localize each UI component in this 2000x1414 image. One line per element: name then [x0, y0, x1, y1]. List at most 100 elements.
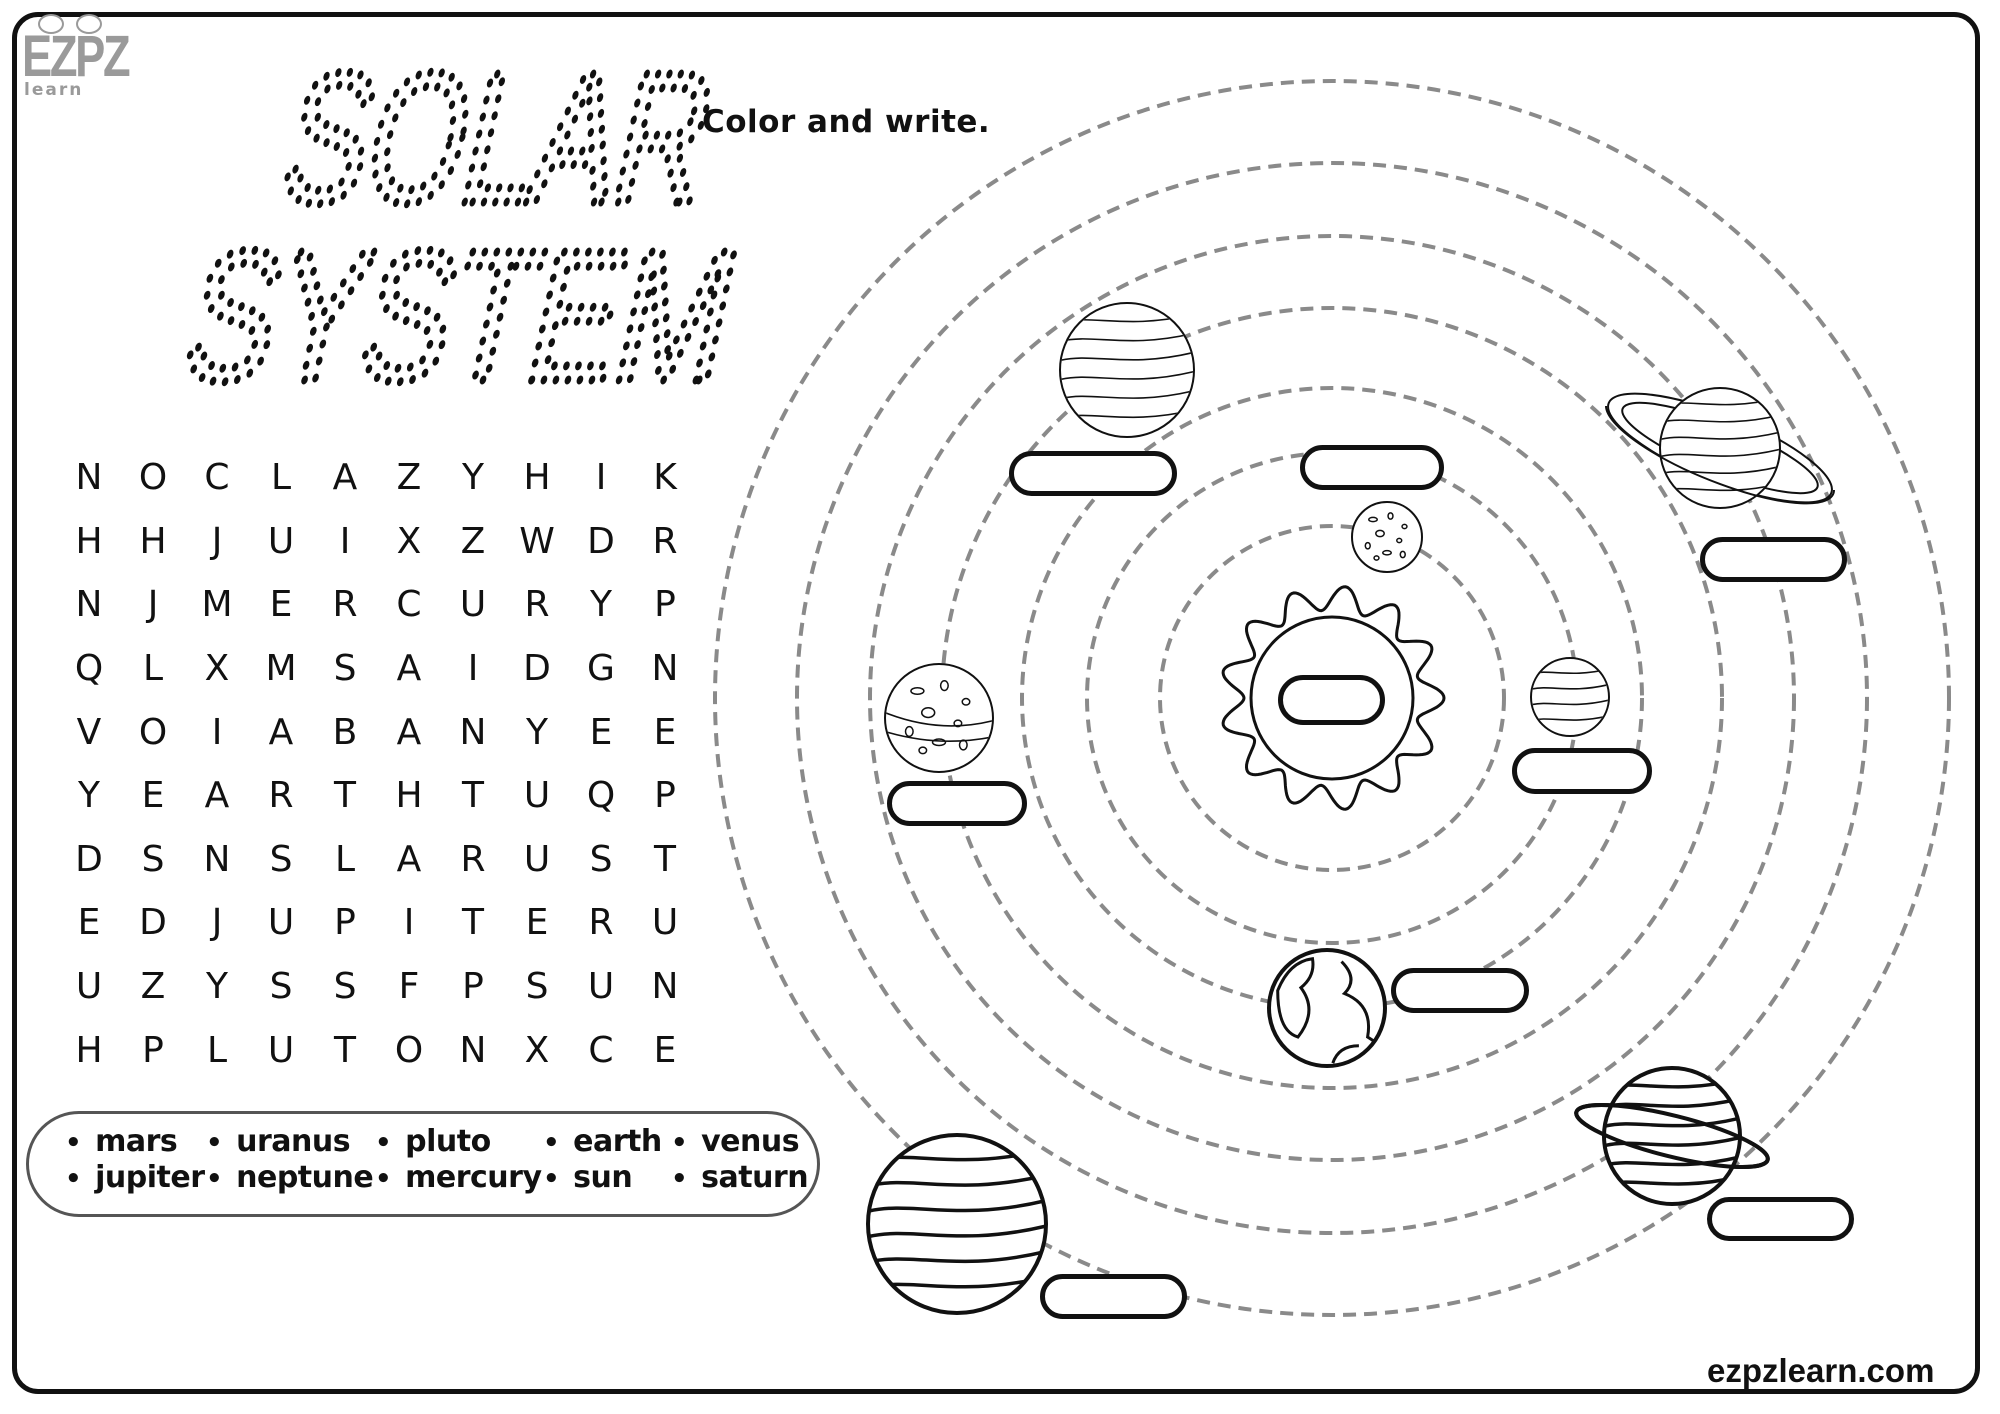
saturn-name-input[interactable] — [1700, 537, 1847, 582]
grid-letter[interactable]: U — [587, 966, 615, 1008]
grid-letter[interactable]: Z — [396, 457, 422, 499]
grid-letter[interactable]: H — [395, 775, 423, 817]
grid-letter[interactable]: R — [524, 584, 550, 626]
grid-letter[interactable]: I — [595, 457, 607, 499]
jupiter-name-input[interactable] — [1040, 1274, 1187, 1319]
grid-letter[interactable]: D — [523, 648, 551, 690]
grid-letter[interactable]: I — [467, 648, 479, 690]
grid-letter[interactable]: P — [654, 775, 676, 817]
grid-letter[interactable]: E — [653, 1029, 677, 1071]
grid-letter[interactable]: T — [334, 775, 356, 817]
grid-letter[interactable]: H — [75, 1029, 103, 1071]
uranus-name-input[interactable] — [1707, 1197, 1854, 1241]
grid-letter[interactable]: E — [589, 711, 613, 753]
grid-letter[interactable]: U — [459, 584, 487, 626]
grid-letter[interactable]: N — [651, 648, 679, 690]
grid-letter[interactable]: C — [588, 1029, 614, 1071]
grid-letter[interactable]: A — [396, 711, 422, 753]
grid-letter[interactable]: U — [523, 775, 551, 817]
grid-letter[interactable]: D — [587, 520, 615, 562]
grid-letter[interactable]: A — [396, 838, 422, 880]
title-line-1[interactable]: SOLAR — [263, 40, 736, 246]
grid-letter[interactable]: E — [269, 584, 293, 626]
grid-letter[interactable]: L — [334, 838, 356, 880]
grid-letter[interactable]: S — [589, 838, 613, 880]
grid-letter[interactable]: K — [653, 457, 677, 499]
grid-letter[interactable]: Y — [590, 584, 612, 626]
grid-letter[interactable]: I — [339, 520, 351, 562]
grid-letter[interactable]: L — [270, 457, 292, 499]
grid-letter[interactable]: Z — [460, 520, 486, 562]
grid-letter[interactable]: T — [654, 838, 676, 880]
grid-letter[interactable]: Z — [140, 966, 166, 1008]
grid-letter[interactable]: U — [267, 1029, 295, 1071]
grid-letter[interactable]: E — [653, 711, 677, 753]
grid-letter[interactable]: X — [204, 648, 230, 690]
grid-letter[interactable]: Y — [526, 711, 548, 753]
grid-letter[interactable]: S — [525, 966, 549, 1008]
grid-letter[interactable]: N — [651, 966, 679, 1008]
grid-letter[interactable]: O — [138, 711, 168, 753]
grid-letter[interactable]: O — [138, 457, 168, 499]
grid-letter[interactable]: R — [332, 584, 358, 626]
grid-letter[interactable]: E — [525, 902, 549, 944]
grid-letter[interactable]: I — [403, 902, 415, 944]
grid-letter[interactable]: Q — [74, 648, 104, 690]
grid-letter[interactable]: C — [396, 584, 422, 626]
venus-name-input[interactable] — [1512, 748, 1652, 794]
grid-letter[interactable]: P — [462, 966, 484, 1008]
grid-letter[interactable]: S — [269, 838, 293, 880]
grid-letter[interactable]: D — [75, 838, 103, 880]
grid-letter[interactable]: J — [211, 520, 223, 562]
grid-letter[interactable]: S — [333, 966, 357, 1008]
grid-letter[interactable]: F — [398, 966, 420, 1008]
grid-letter[interactable]: S — [269, 966, 293, 1008]
grid-letter[interactable]: G — [587, 648, 615, 690]
grid-letter[interactable]: T — [334, 1029, 356, 1071]
grid-letter[interactable]: J — [211, 902, 223, 944]
grid-letter[interactable]: V — [76, 711, 102, 753]
grid-letter[interactable]: M — [201, 584, 233, 626]
grid-letter[interactable]: H — [75, 520, 103, 562]
grid-letter[interactable]: B — [332, 711, 358, 753]
grid-letter[interactable]: E — [77, 902, 101, 944]
grid-letter[interactable]: X — [396, 520, 422, 562]
grid-letter[interactable]: S — [141, 838, 165, 880]
grid-letter[interactable]: N — [203, 838, 231, 880]
grid-letter[interactable]: E — [141, 775, 165, 817]
grid-letter[interactable]: U — [651, 902, 679, 944]
mercury-name-input[interactable] — [1300, 445, 1444, 490]
grid-letter[interactable]: N — [459, 1029, 487, 1071]
grid-letter[interactable]: O — [394, 1029, 424, 1071]
grid-letter[interactable]: P — [142, 1029, 164, 1071]
grid-letter[interactable]: P — [654, 584, 676, 626]
mars-name-input[interactable] — [887, 781, 1027, 826]
grid-letter[interactable]: L — [206, 1029, 228, 1071]
grid-letter[interactable]: R — [588, 902, 614, 944]
grid-letter[interactable]: T — [462, 902, 484, 944]
grid-letter[interactable]: Y — [78, 775, 100, 817]
grid-letter[interactable]: J — [147, 584, 159, 626]
grid-letter[interactable]: U — [267, 520, 295, 562]
grid-letter[interactable]: H — [139, 520, 167, 562]
grid-letter[interactable]: D — [139, 902, 167, 944]
grid-letter[interactable]: Y — [462, 457, 484, 499]
grid-letter[interactable]: X — [524, 1029, 550, 1071]
grid-letter[interactable]: H — [523, 457, 551, 499]
grid-letter[interactable]: A — [332, 457, 358, 499]
sun-name-input[interactable] — [1278, 675, 1385, 725]
grid-letter[interactable]: N — [75, 584, 103, 626]
grid-letter[interactable]: A — [204, 775, 230, 817]
neptune-name-input[interactable] — [1009, 451, 1177, 496]
grid-letter[interactable]: R — [652, 520, 678, 562]
title-line-2[interactable]: SYSTEM — [170, 207, 758, 400]
grid-letter[interactable]: Y — [206, 966, 228, 1008]
grid-letter[interactable]: A — [268, 711, 294, 753]
grid-letter[interactable]: A — [396, 648, 422, 690]
grid-letter[interactable]: U — [523, 838, 551, 880]
grid-letter[interactable]: U — [75, 966, 103, 1008]
grid-letter[interactable]: U — [267, 902, 295, 944]
grid-letter[interactable]: R — [268, 775, 294, 817]
grid-letter[interactable]: Q — [586, 775, 616, 817]
earth-name-input[interactable] — [1391, 968, 1529, 1013]
